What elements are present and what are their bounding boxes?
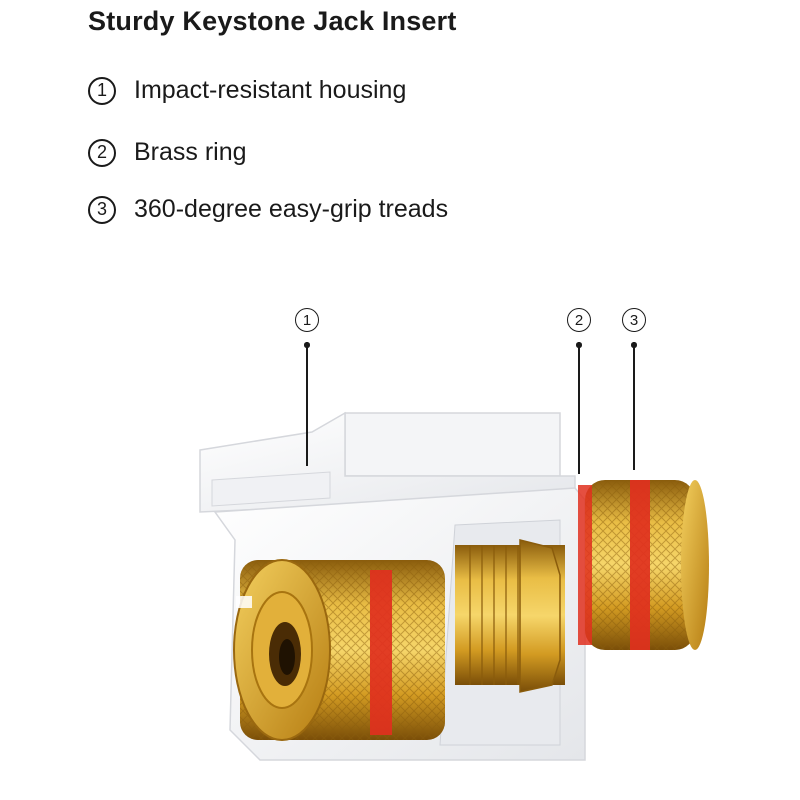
callout-leader-line-3 xyxy=(631,342,636,470)
feature-item-2: 2 Brass ring xyxy=(88,138,247,167)
feature-number-1: 1 xyxy=(88,76,116,105)
feature-item-3: 3 360-degree easy-grip treads xyxy=(88,195,448,224)
feature-number-2: 2 xyxy=(88,138,116,167)
callout-number-1: 1 xyxy=(295,308,319,332)
callout-number-3: 3 xyxy=(622,308,646,332)
feature-item-1: 1 Impact-resistant housing xyxy=(88,76,406,105)
feature-label-1: Impact-resistant housing xyxy=(134,76,407,104)
feature-label-2: Brass ring xyxy=(134,138,247,166)
callout-number-2: 2 xyxy=(567,308,591,332)
callout-leader-line-1 xyxy=(304,342,309,466)
product-title: Sturdy Keystone Jack Insert xyxy=(88,6,457,36)
callout-leader-line-2 xyxy=(576,342,581,474)
callout-1: 1 xyxy=(295,308,319,466)
feature-number-3: 3 xyxy=(88,195,116,224)
feature-label-3: 360-degree easy-grip treads xyxy=(134,195,449,223)
callout-3: 3 xyxy=(622,308,646,470)
callout-2: 2 xyxy=(567,308,591,474)
